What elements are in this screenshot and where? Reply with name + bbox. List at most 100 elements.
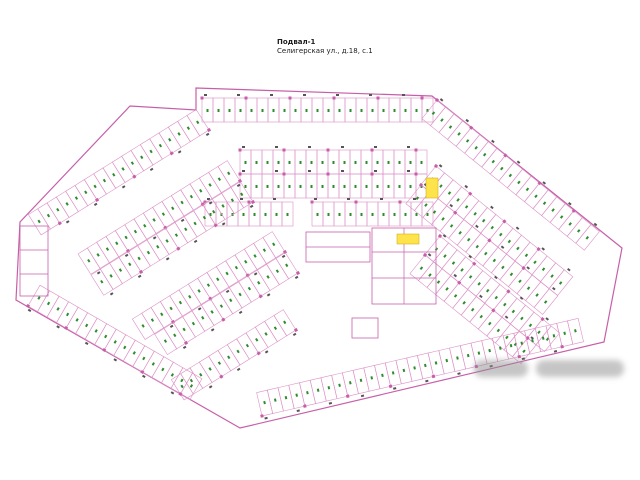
stall-number-label — [228, 109, 231, 112]
dimension-text-mark — [516, 160, 521, 164]
stall-number-label — [266, 185, 269, 188]
parking-stall — [533, 288, 559, 315]
column-mark — [213, 223, 218, 228]
stall-number-label — [577, 229, 581, 233]
dimension-text-mark — [177, 150, 182, 154]
stall-number-label — [464, 205, 469, 209]
stall-number-label — [436, 280, 441, 284]
dimension-text-mark — [308, 146, 311, 148]
stall-number-label — [199, 188, 203, 193]
plan-address-line: Селигерская ул., д.18, с.1 — [277, 47, 373, 55]
stall-number-label — [189, 384, 194, 388]
dimension-text-mark — [270, 94, 273, 96]
stall-number-label — [65, 312, 70, 317]
stall-number-label — [221, 204, 225, 208]
dimension-text-mark — [275, 170, 278, 172]
stall-number-label — [432, 210, 437, 214]
parking-row — [203, 198, 294, 227]
stall-number-label — [501, 265, 505, 270]
stall-number-label — [500, 166, 504, 171]
dimension-text-mark — [149, 167, 154, 172]
stall-number-label — [499, 232, 503, 237]
dimension-text-mark — [249, 204, 254, 209]
dimension-text-mark — [504, 315, 509, 319]
stall-number-label — [477, 351, 481, 355]
stall-number-label — [533, 260, 537, 265]
column-mark — [237, 178, 243, 184]
stall-number-label — [149, 149, 153, 154]
parking-row — [405, 182, 559, 315]
stall-number-label — [404, 109, 407, 112]
stall-number-label — [150, 318, 155, 322]
dimension-text-mark — [275, 146, 278, 148]
stall-number-label — [520, 316, 524, 321]
parking-row — [77, 160, 243, 275]
stall-number-label — [457, 132, 461, 136]
stall-number-label — [201, 315, 205, 320]
dimension-text-mark — [170, 391, 175, 395]
dimension-text-mark — [242, 170, 245, 172]
column-mark — [370, 172, 374, 176]
stall-number-label — [206, 283, 211, 287]
stall-number-label — [196, 120, 200, 125]
stall-number-label — [240, 192, 244, 197]
stall-number-label — [191, 321, 196, 326]
stall-number-label — [255, 337, 259, 342]
parking-row — [256, 318, 584, 420]
stall-number-label — [275, 213, 278, 216]
dimension-text-mark — [210, 328, 215, 332]
stall-number-label — [470, 307, 475, 312]
stall-number-label — [370, 376, 374, 380]
stall-number-label — [257, 280, 261, 285]
stall-number-label — [466, 237, 471, 242]
dimension-text-mark — [253, 272, 258, 276]
stall-number-label — [492, 258, 497, 263]
column-mark — [102, 347, 107, 353]
dimension-text-mark — [374, 170, 377, 172]
column-mark — [376, 96, 380, 100]
stall-number-label — [456, 198, 460, 202]
stall-number-label — [168, 137, 172, 142]
stall-number-label — [354, 161, 357, 164]
stall-number-label — [431, 111, 436, 115]
stall-number-label — [387, 185, 390, 188]
column-mark — [437, 233, 443, 239]
column-mark — [487, 238, 492, 243]
dimension-text-mark — [207, 198, 210, 200]
dimension-text-mark — [341, 146, 344, 148]
column-mark — [506, 289, 511, 294]
stall-number-label — [482, 152, 487, 157]
dimension-text-mark — [182, 345, 187, 349]
stall-number-label — [327, 386, 331, 390]
stall-number-label — [316, 388, 320, 392]
stall-number-label — [124, 235, 128, 240]
stall-number-label — [121, 167, 125, 171]
dimension-text-mark — [221, 222, 226, 226]
stall-number-label — [180, 200, 184, 205]
column-mark — [288, 96, 292, 100]
stall-number-label — [284, 395, 288, 400]
stall-number-label — [542, 201, 547, 205]
stall-number-label — [239, 109, 242, 112]
stall-number-label — [137, 256, 141, 261]
dimension-text-mark — [142, 374, 146, 378]
column-mark — [310, 200, 314, 204]
dimension-text-mark — [236, 183, 241, 188]
dimension-text-mark — [204, 94, 207, 96]
parking-row — [131, 231, 288, 340]
stall-number-label — [151, 362, 155, 366]
dimension-text-mark — [541, 247, 545, 251]
stall-number-label — [193, 221, 197, 226]
dimension-text-mark — [328, 401, 333, 405]
dimension-text-mark — [205, 132, 210, 137]
dimension-text-mark — [121, 185, 126, 189]
stall-number-label — [343, 185, 346, 188]
stall-number-label — [74, 196, 79, 200]
parking-stall — [421, 97, 434, 123]
stall-number-label — [220, 213, 223, 216]
stall-number-label — [488, 321, 492, 326]
stall-number-label — [354, 185, 357, 188]
stall-number-label — [393, 213, 396, 216]
stall-number-label — [189, 378, 194, 383]
stall-number-label — [338, 383, 341, 387]
